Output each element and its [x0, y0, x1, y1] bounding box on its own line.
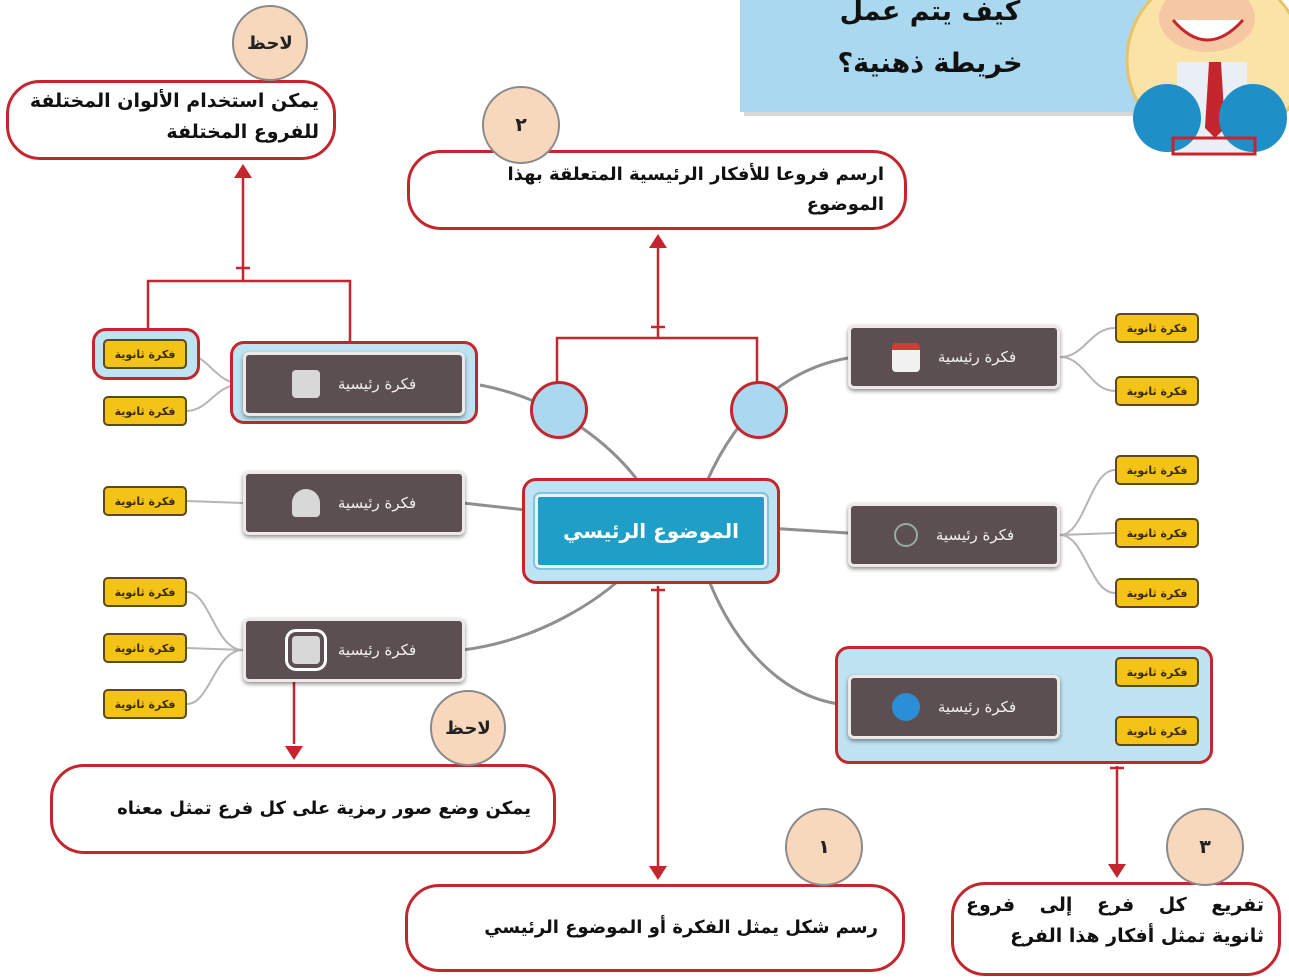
branch-start-marker-right [730, 381, 788, 439]
main-idea-label: فكرة رئيسية [937, 348, 1017, 366]
sub-idea-node: فكرة ثانوية [1115, 518, 1199, 548]
step1-text: رسم شكل يمثل الفكرة أو الموضوع الرئيسي [484, 917, 878, 939]
main-idea-label: فكرة رئيسية [935, 526, 1015, 544]
center-topic-node: الموضوع الرئيسي [535, 494, 767, 568]
note-colors-line-1: يمكن استخدام الألوان المختلفة [29, 90, 319, 112]
sub-idea-node: فكرة ثانوية [1115, 455, 1199, 485]
printer-icon [291, 489, 320, 517]
main-idea-node-5: فكرة رئيسية [848, 503, 1060, 567]
step2-text: ارسم فروعا للأفكار الرئيسية المتعلقة بهذ… [507, 164, 884, 215]
sub-branch-line [1059, 327, 1116, 358]
step3-line-1: تفريع كل فرع إلى فروع [966, 894, 1264, 916]
header-banner [740, 0, 1170, 112]
sub-idea-node: فكرة ثانوية [103, 577, 187, 607]
globe-icon [891, 693, 920, 721]
header-question-line-1: كيف يتم عمل [839, 0, 1021, 27]
branch-start-marker-left [530, 381, 588, 439]
step2-callout: ارسم فروعا للأفكار الرئيسية المتعلقة بهذ… [407, 150, 907, 230]
note-images-badge: لاحظ [430, 690, 506, 766]
branch-line [766, 526, 849, 535]
note-images-callout: يمكن وضع صور رمزية على كل فرع تمثل معناه [50, 764, 556, 854]
sub-idea-node: فكرة ثانوية [103, 689, 187, 719]
sub-idea-node: فكرة ثانوية [1115, 657, 1199, 687]
step3-number-badge: ٣ [1166, 808, 1244, 886]
bracket-colors [146, 279, 352, 341]
arrow-head-images [285, 746, 303, 760]
sub-branch-line [186, 649, 244, 705]
arrow-head-step2 [649, 234, 667, 248]
sub-idea-node: فكرة ثانوية [1115, 313, 1199, 343]
sub-idea-node: فكرة ثانوية [1115, 376, 1199, 406]
note-colors-badge: لاحظ [232, 5, 308, 81]
main-idea-node-2: فكرة رئيسية [243, 471, 465, 535]
image-icon [284, 629, 327, 671]
arrow-head-colors [234, 164, 252, 178]
calendar-icon [891, 342, 920, 372]
main-idea-node-4: فكرة رئيسية [848, 325, 1060, 389]
main-idea-node-1: فكرة رئيسية [243, 352, 465, 416]
main-idea-label: فكرة رئيسية [937, 698, 1017, 716]
header-question: كيف يتم عمل خريطة ذهنية؟ [800, 0, 1060, 90]
character-illustration [1125, 0, 1289, 156]
sub-branch-line [1059, 532, 1116, 536]
sub-branch-line [1059, 356, 1116, 392]
sub-idea-node: فكرة ثانوية [1115, 578, 1199, 608]
paper-icon [291, 370, 320, 398]
step3-line-2: ثانوية تمثل أفكار هذا الفرع [1010, 925, 1264, 948]
bracket-step2 [555, 336, 759, 384]
main-idea-label: فكرة رئيسية [337, 375, 417, 393]
sub-branch-line [186, 647, 244, 651]
sub-branch-line [186, 591, 244, 651]
note-colors-line-2: للفروع المختلفة [166, 121, 319, 144]
sub-branch-line [1059, 534, 1116, 594]
sub-idea-node: فكرة ثانوية [103, 633, 187, 663]
sub-branch-line [1059, 469, 1116, 536]
arrow-head-step3 [1108, 864, 1126, 878]
arrow-head-step1 [649, 866, 667, 880]
note-colors-callout: يمكن استخدام الألوان المختلفة للفروع الم… [6, 80, 336, 160]
sub-idea-node: فكرة ثانوية [103, 396, 187, 426]
pin-icon [893, 523, 918, 547]
sub-idea-node: فكرة ثانوية [103, 486, 187, 516]
step3-callout: تفريع كل فرع إلى فروع ثانوية تمثل أفكار … [951, 882, 1281, 976]
main-idea-node-3: فكرة رئيسية [243, 618, 465, 682]
sub-branch-line [186, 500, 244, 504]
header-question-line-2: خريطة ذهنية؟ [837, 48, 1023, 79]
note-images-text: يمكن وضع صور رمزية على كل فرع تمثل معناه [117, 798, 531, 820]
main-idea-label: فكرة رئيسية [337, 494, 417, 512]
step1-number-badge: ١ [785, 808, 863, 886]
step2-number-badge: ٢ [482, 86, 560, 164]
branch-line [703, 569, 849, 707]
sub-idea-node: فكرة ثانوية [103, 339, 187, 369]
main-idea-node-6: فكرة رئيسية [848, 675, 1060, 739]
sub-idea-node: فكرة ثانوية [1115, 716, 1199, 746]
main-idea-label: فكرة رئيسية [337, 641, 417, 659]
step1-callout: رسم شكل يمثل الفكرة أو الموضوع الرئيسي [405, 884, 905, 972]
